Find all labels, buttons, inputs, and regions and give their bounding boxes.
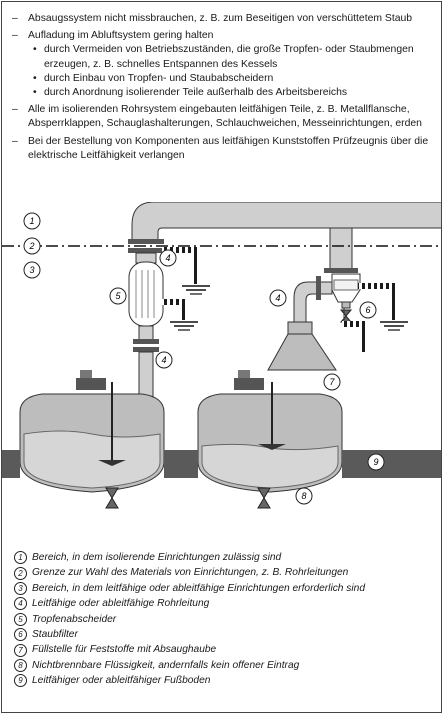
marker-4c: 4 xyxy=(155,351,173,369)
sub-bullet-item: • durch Einbau von Tropfen- und Staubabs… xyxy=(28,72,438,86)
left-riser xyxy=(128,252,164,403)
dash-marker: – xyxy=(12,30,18,42)
dot-marker: • xyxy=(33,72,37,84)
plant-diagram: 1 2 3 4 5 4 6 4 xyxy=(2,202,441,509)
legend-text: Bereich, in dem isolierende Einrichtunge… xyxy=(32,552,282,563)
svg-text:3: 3 xyxy=(29,265,34,275)
marker-5: 5 xyxy=(109,287,127,305)
bullet-text: Alle im isolierenden Rohrsystem eingebau… xyxy=(28,104,422,130)
dash-marker: – xyxy=(12,13,18,24)
legend-text: Bereich, in dem leitfähige oder ableitfä… xyxy=(32,582,365,594)
marker-4a: 4 xyxy=(159,249,177,267)
svg-text:7: 7 xyxy=(329,377,335,387)
dust-filter xyxy=(324,268,408,352)
bullet-text: Bei der Bestellung von Komponenten aus l… xyxy=(28,135,429,161)
exhaust-duct xyxy=(131,202,441,273)
svg-text:5: 5 xyxy=(115,291,121,301)
svg-text:9: 9 xyxy=(373,457,378,467)
legend-number: 8 xyxy=(14,659,27,673)
legend-item: 2 Grenze zur Wahl des Materials von Einri… xyxy=(14,565,438,580)
legend-item: 8 Nichtbrennbare Flüssigkeit, andernfalls… xyxy=(14,658,438,673)
bullet-text: Absaugssystem nicht missbrauchen, z. B. … xyxy=(28,13,413,24)
bullet-list: – Absaugssystem nicht missbrauchen, z. B… xyxy=(12,12,438,166)
legend-item: 4 Leitfähige oder ableitfähige Rohrleitun… xyxy=(14,596,438,611)
ground-connection xyxy=(162,247,210,331)
sub-bullet-text: durch Vermeiden von Betriebszuständen, d… xyxy=(44,44,414,70)
legend-item: 9 Leitfähiger oder ableitfähiger Fußboden xyxy=(14,673,438,688)
sub-bullet-item: • durch Vermeiden von Betriebszuständen,… xyxy=(28,43,438,71)
svg-text:6: 6 xyxy=(365,305,370,315)
sub-bullet-text: durch Einbau von Tropfen- und Staubabsch… xyxy=(44,72,274,84)
right-vessel xyxy=(197,370,343,509)
marker-4b: 4 xyxy=(269,289,287,307)
legend-item: 6 Staubfilter xyxy=(14,627,438,642)
sub-bullet-item: • durch Anordnung isolierender Teile auß… xyxy=(28,86,438,100)
dash-marker: – xyxy=(12,135,18,147)
legend-text: Füllstelle für Feststoffe mit Absaughaub… xyxy=(32,644,217,656)
bullet-item: – Alle im isolierenden Rohrsystem eingeb… xyxy=(12,103,438,131)
dot-marker: • xyxy=(33,44,37,56)
svg-text:4: 4 xyxy=(275,293,280,303)
legend-list: 1 Bereich, in dem isolierende Einrichtung… xyxy=(14,550,438,689)
bullet-text: Aufladung im Abluftsystem gering halten xyxy=(28,30,214,42)
sub-bullet-list: • durch Vermeiden von Betriebszuständen,… xyxy=(28,43,438,100)
bullet-item: – Absaugssystem nicht missbrauchen, z. B… xyxy=(12,12,438,26)
marker-1: 1 xyxy=(23,212,41,230)
legend-text: Nichtbrennbare Flüssigkeit, andernfalls … xyxy=(32,659,300,671)
legend-item: 3 Bereich, in dem leitfähige oder ableitf… xyxy=(14,581,438,596)
marker-2: 2 xyxy=(23,237,41,255)
marker-8: 8 xyxy=(295,487,313,505)
legend-text: Leitfähiger oder ableitfähiger Fußboden xyxy=(32,675,211,687)
marker-6: 6 xyxy=(359,301,377,319)
legend-number: 4 xyxy=(14,597,27,611)
exhaust-hood xyxy=(267,276,337,371)
marker-7: 7 xyxy=(323,373,341,391)
svg-text:1: 1 xyxy=(29,216,34,226)
marker-9: 9 xyxy=(367,453,385,471)
legend-number: 5 xyxy=(14,612,27,626)
legend-number: 9 xyxy=(14,674,27,688)
legend-text: Tropfenabscheider xyxy=(32,613,117,625)
conductive-floor xyxy=(2,450,441,478)
flange xyxy=(128,248,164,253)
flange xyxy=(128,239,164,244)
legend-number: 7 xyxy=(14,643,27,657)
sub-bullet-text: durch Anordnung isolierender Teile außer… xyxy=(44,87,348,99)
dot-marker: • xyxy=(33,87,37,99)
bullet-item: – Aufladung im Abluftsystem gering halte… xyxy=(12,29,438,100)
legend-text: Leitfähige oder ableitfähige Rohrleitung xyxy=(32,598,210,610)
legend-text: Staubfilter xyxy=(32,629,78,641)
svg-text:2: 2 xyxy=(28,241,34,251)
left-vessel xyxy=(19,370,165,509)
svg-text:8: 8 xyxy=(301,491,306,501)
legend-number: 2 xyxy=(14,566,27,580)
bullet-item: – Bei der Bestellung von Komponenten aus… xyxy=(12,135,438,163)
legend-number: 1 xyxy=(14,551,27,565)
legend-number: 3 xyxy=(14,582,27,596)
legend-number: 6 xyxy=(14,628,27,642)
legend-text: Grenze zur Wahl des Materials von Einric… xyxy=(32,567,349,579)
marker-3: 3 xyxy=(23,261,41,279)
legend-item: 1 Bereich, in dem isolierende Einrichtung… xyxy=(14,550,438,565)
legend-item: 5 Tropfenabscheider xyxy=(14,612,438,627)
dash-marker: – xyxy=(12,104,18,116)
svg-text:4: 4 xyxy=(161,355,166,365)
legend-item: 7 Füllstelle für Feststoffe mit Absaughau… xyxy=(14,642,438,657)
svg-text:4: 4 xyxy=(165,253,170,263)
